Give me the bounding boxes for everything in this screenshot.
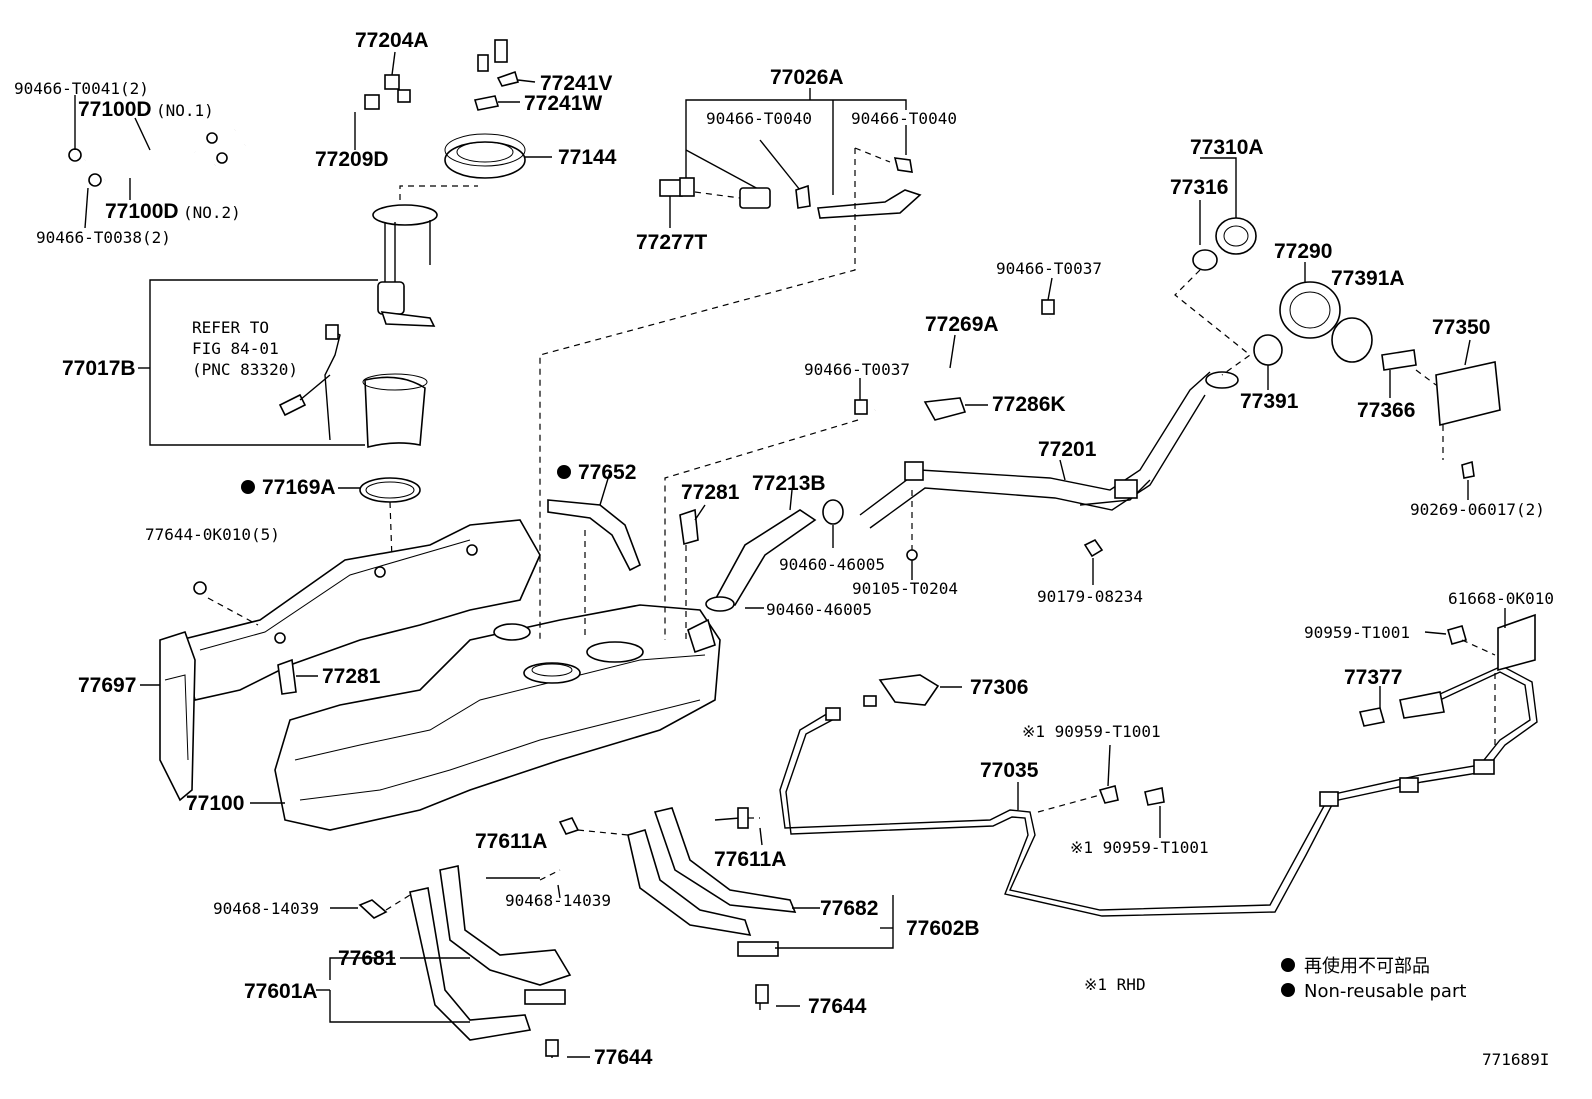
label-77350: 77350: [1432, 316, 1490, 339]
tank-straps: [316, 807, 894, 1058]
legend-bullet-jp: [1281, 958, 1295, 972]
fuel-tank-77100: [250, 604, 721, 831]
hose-77269A: [664, 277, 1055, 640]
label-77269A: 77269A: [925, 313, 999, 336]
retainer-ring-77144: [444, 133, 552, 179]
fuel-pump-assembly-77017B: [138, 185, 478, 449]
legend-text-en: Non-reusable part: [1304, 981, 1466, 1002]
label-77391A: 77391A: [1331, 267, 1405, 290]
label-90468-14039-left: 90468-14039: [213, 899, 319, 918]
label-77316: 77316: [1170, 176, 1228, 199]
label-77100D-no1-note: (NO.1): [156, 101, 214, 120]
label-77286K: 77286K: [992, 393, 1066, 416]
label-refer-fig: FIG 84-01: [192, 339, 279, 358]
label-77652: 77652: [578, 461, 636, 484]
fuel-cap-group: [1174, 157, 1501, 500]
label-90460-46005-lower: 90460-46005: [766, 600, 872, 619]
label-77391: 77391: [1240, 390, 1299, 413]
label-90468-14039-right: 90468-14039: [505, 891, 611, 910]
label-77201: 77201: [1038, 438, 1097, 461]
label-77100D-no2: 77100D: [105, 200, 179, 223]
label-77035: 77035: [980, 759, 1039, 782]
label-77241V: 77241V: [540, 72, 612, 95]
label-77281-tank: 77281: [322, 665, 381, 688]
label-90269-06017: 90269-06017(2): [1410, 500, 1545, 519]
label-77213B: 77213B: [752, 472, 826, 495]
label-77017B: 77017B: [62, 357, 136, 380]
label-90959-T1001-top: 90959-T1001: [1304, 623, 1410, 642]
label-61668-0K010: 61668-0K010: [1448, 589, 1554, 608]
label-77277T: 77277T: [636, 231, 707, 254]
label-77644-left: 77644: [594, 1046, 653, 1069]
bracket-77652: [547, 465, 642, 640]
label-77026A: 77026A: [770, 66, 844, 89]
label-77100D-no1: 77100D: [78, 98, 152, 121]
filler-pipe-77201: [679, 371, 1239, 640]
label-90466-T0037-top: 90466-T0037: [996, 259, 1102, 278]
label-77611A-left: 77611A: [475, 830, 547, 853]
label-77204A: 77204A: [355, 29, 429, 52]
label-90105-T0204: 90105-T0204: [852, 579, 958, 598]
vent-assembly-77026A: [539, 88, 922, 640]
label-90466-T0038: 90466-T0038(2): [36, 228, 171, 247]
label-77366: 77366: [1357, 399, 1415, 422]
label-90959-T1001-rhd-top: ※1 90959-T1001: [1022, 722, 1161, 741]
label-77644-0K010: 77644-0K010(5): [145, 525, 280, 544]
gasket-77169A: [241, 477, 421, 561]
hose-group-top-left: [68, 39, 508, 229]
protector-77697: [140, 519, 541, 802]
label-77681: 77681: [338, 947, 397, 970]
fuel-line-77035: [779, 608, 1538, 917]
label-77169A: 77169A: [262, 476, 336, 499]
label-refer-to: REFER TO: [192, 318, 269, 337]
figure-id: 771689I: [1482, 1050, 1549, 1069]
label-90179-08234: 90179-08234: [1037, 587, 1143, 606]
label-77281-filler: 77281: [681, 481, 740, 504]
label-77611A-right: 77611A: [714, 848, 786, 871]
label-90466-T0040-left: 90466-T0040: [706, 109, 812, 128]
label-77310A: 77310A: [1190, 136, 1264, 159]
non-reusable-marker: [241, 480, 255, 494]
clips-77241: [473, 70, 536, 111]
label-77601A: 77601A: [244, 980, 318, 1003]
label-rhd-note: ※1 RHD: [1084, 975, 1146, 994]
legend-bullet-en: [1281, 983, 1295, 997]
label-90466-T0041: 90466-T0041(2): [14, 79, 149, 98]
label-77306: 77306: [970, 676, 1028, 699]
label-90959-T1001-rhd-bottom: ※1 90959-T1001: [1070, 838, 1209, 857]
label-77100D-no2-note: (NO.2): [183, 203, 241, 222]
label-77644-right: 77644: [808, 995, 867, 1018]
label-77602B: 77602B: [906, 917, 980, 940]
label-77290: 77290: [1274, 240, 1332, 263]
label-77377: 77377: [1344, 666, 1402, 689]
label-90466-T0040-right: 90466-T0040: [851, 109, 957, 128]
label-77144: 77144: [558, 146, 617, 169]
callout-labels: 77204A 90466-T0041(2) 77100D (NO.1) 7720…: [14, 29, 1554, 1069]
legend-text-jp: 再使用不可部品: [1304, 956, 1430, 977]
label-77209D: 77209D: [315, 148, 389, 171]
label-90466-T0037-left: 90466-T0037: [804, 360, 910, 379]
label-77697: 77697: [78, 674, 136, 697]
label-77241W: 77241W: [524, 92, 602, 115]
label-90460-46005-upper: 90460-46005: [779, 555, 885, 574]
label-77100: 77100: [186, 792, 244, 815]
label-77682: 77682: [820, 897, 878, 920]
label-refer-pnc: (PNC 83320): [192, 360, 298, 379]
